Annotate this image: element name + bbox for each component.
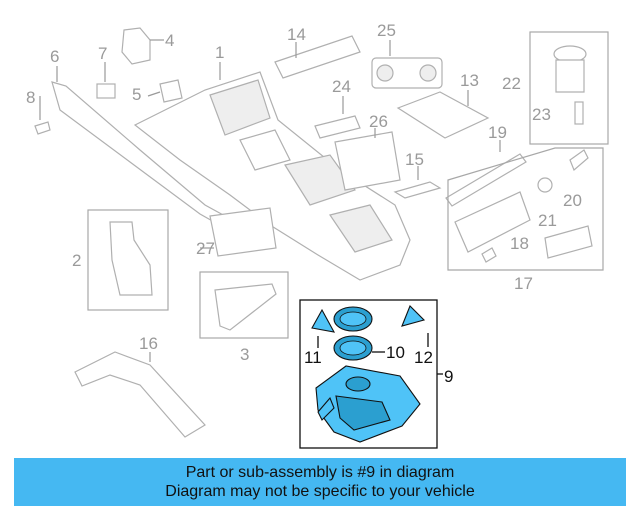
part-27-switch xyxy=(200,207,277,257)
callout-16: 16 xyxy=(139,334,158,353)
callout-5: 5 xyxy=(132,85,141,104)
callout-13: 13 xyxy=(460,71,479,90)
banner-line-1: Part or sub-assembly is #9 in diagram xyxy=(185,464,455,481)
callout-26: 26 xyxy=(369,112,388,131)
info-banner: Part or sub-assembly is #9 in diagram Di… xyxy=(14,458,626,506)
part-15-handle xyxy=(393,166,442,199)
callout-21: 21 xyxy=(538,211,557,230)
parts-diagram: 1 2 3 4 5 6 7 8 9 10 11 12 13 14 15 16 1… xyxy=(26,21,609,449)
part-9-cup-holder-tray xyxy=(315,365,421,443)
part-7-clip xyxy=(96,62,116,99)
inset-box-2 xyxy=(87,209,169,311)
callout-8: 8 xyxy=(26,88,35,107)
part-25-control-panel xyxy=(371,40,443,89)
callout-10: 10 xyxy=(386,343,405,362)
callout-15: 15 xyxy=(405,150,424,169)
part-1-console-body xyxy=(133,62,411,281)
inset-box-17 xyxy=(447,147,604,271)
banner-line-2: Diagram may not be specific to your vehi… xyxy=(165,483,475,500)
callout-14: 14 xyxy=(287,25,306,44)
callout-12: 12 xyxy=(414,348,433,367)
part-5-clip xyxy=(147,79,183,103)
part-26-switch-panel xyxy=(334,128,401,191)
callout-6: 6 xyxy=(50,47,59,66)
highlight-box-9 xyxy=(299,299,443,449)
part-4-bracket xyxy=(121,27,164,65)
callout-2: 2 xyxy=(72,251,81,270)
part-10-round-mats xyxy=(333,306,385,361)
part-8-screw xyxy=(34,96,51,135)
callout-4: 4 xyxy=(165,31,174,50)
callout-1: 1 xyxy=(215,43,224,62)
part-12-triangle-mat xyxy=(401,305,429,347)
inset-box-3 xyxy=(199,271,289,339)
callout-11: 11 xyxy=(304,348,322,367)
callout-25: 25 xyxy=(377,21,396,40)
callout-3: 3 xyxy=(240,345,249,364)
callout-9: 9 xyxy=(444,367,453,386)
callout-20: 20 xyxy=(563,191,582,210)
callout-24: 24 xyxy=(332,77,351,96)
part-19-strip xyxy=(445,140,527,207)
callout-7: 7 xyxy=(98,44,107,63)
part-13-pad xyxy=(396,90,490,139)
callout-22: 22 xyxy=(502,74,521,93)
callout-23: 23 xyxy=(532,105,551,124)
callout-19: 19 xyxy=(488,123,507,142)
part-16-duct xyxy=(74,351,206,438)
inset-box-22-23 xyxy=(529,31,609,145)
callout-27: 27 xyxy=(196,239,215,258)
part-24-switch xyxy=(314,96,361,139)
part-11-triangle-mat xyxy=(311,308,336,348)
callout-17: 17 xyxy=(514,274,533,293)
callout-18: 18 xyxy=(510,234,529,253)
part-14-lid xyxy=(274,35,361,79)
